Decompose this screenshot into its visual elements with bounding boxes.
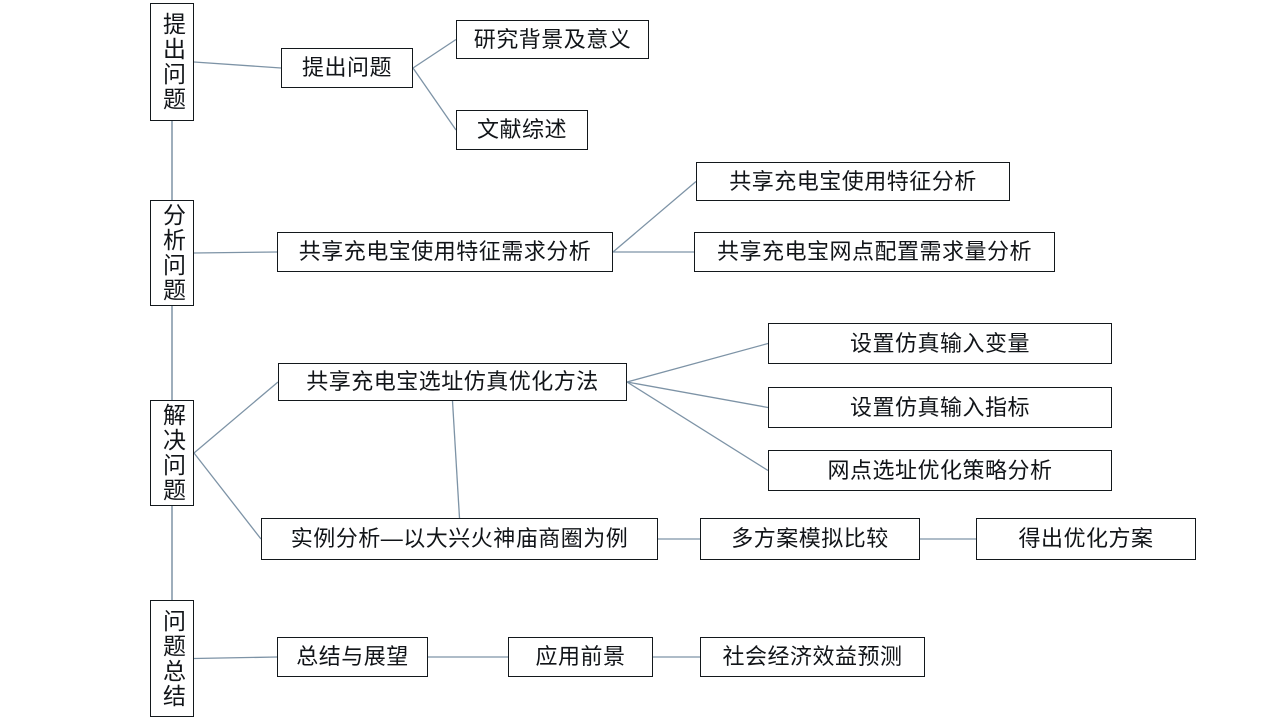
edge-method-to-case <box>451 400 461 519</box>
node-input-variables-label: 设置仿真输入变量 <box>849 330 1030 356</box>
edge-raise-to-question <box>193 61 282 69</box>
edge-usage-to-feature <box>612 181 697 253</box>
stage-solve-label: 解决问题 <box>159 403 186 503</box>
node-sim-method-label: 共享充电宝选址仿真优化方法 <box>306 369 599 395</box>
edge-analyze-to-usage <box>193 251 278 254</box>
node-application[interactable]: 应用前景 <box>508 637 653 677</box>
stage-raise[interactable]: 提出问题 <box>150 3 194 121</box>
edge-method-to-indicators <box>626 381 769 409</box>
node-strategy-analysis-label: 网点选址优化策略分析 <box>827 457 1053 483</box>
edge-method-to-variables <box>626 342 769 383</box>
edge-solve-to-case <box>193 452 262 540</box>
node-optimal-scheme-label: 得出优化方案 <box>1018 526 1154 552</box>
node-conclusion[interactable]: 总结与展望 <box>277 637 428 677</box>
node-optimal-scheme[interactable]: 得出优化方案 <box>976 518 1196 560</box>
stage-summary[interactable]: 问题总结 <box>150 600 194 717</box>
node-background-label: 研究背景及意义 <box>473 26 632 52</box>
edge-question-to-background <box>412 38 457 69</box>
node-input-variables[interactable]: 设置仿真输入变量 <box>768 323 1112 364</box>
node-literature[interactable]: 文献综述 <box>456 110 588 150</box>
node-application-label: 应用前景 <box>535 644 626 670</box>
node-sim-method[interactable]: 共享充电宝选址仿真优化方法 <box>278 363 627 401</box>
node-scheme-compare[interactable]: 多方案模拟比较 <box>700 518 920 560</box>
node-raise-question-label: 提出问题 <box>301 55 392 81</box>
stage-solve[interactable]: 解决问题 <box>150 400 194 506</box>
node-input-indicators-label: 设置仿真输入指标 <box>849 394 1030 420</box>
node-raise-question[interactable]: 提出问题 <box>281 48 413 88</box>
node-usage-demand[interactable]: 共享充电宝使用特征需求分析 <box>277 232 613 272</box>
node-site-demand-label: 共享充电宝网点配置需求量分析 <box>716 239 1032 265</box>
node-strategy-analysis[interactable]: 网点选址优化策略分析 <box>768 450 1112 491</box>
stage-summary-label: 问题总结 <box>159 608 186 709</box>
node-case-study[interactable]: 实例分析—以大兴火神庙商圈为例 <box>261 518 658 560</box>
edge-solve-to-method <box>193 381 279 454</box>
node-literature-label: 文献综述 <box>476 117 567 143</box>
edge-method-to-strategy <box>626 381 769 472</box>
node-scheme-compare-label: 多方案模拟比较 <box>731 526 889 552</box>
node-usage-feature[interactable]: 共享充电宝使用特征分析 <box>696 162 1010 201</box>
node-usage-feature-label: 共享充电宝使用特征分析 <box>729 168 977 194</box>
node-input-indicators[interactable]: 设置仿真输入指标 <box>768 387 1112 428</box>
stage-raise-label: 提出问题 <box>159 12 186 112</box>
stage-analyze-label: 分析问题 <box>159 203 186 303</box>
node-background[interactable]: 研究背景及意义 <box>456 20 649 59</box>
node-benefit-forecast-label: 社会经济效益预测 <box>722 644 903 670</box>
node-usage-demand-label: 共享充电宝使用特征需求分析 <box>298 239 592 265</box>
node-conclusion-label: 总结与展望 <box>296 644 409 670</box>
node-benefit-forecast[interactable]: 社会经济效益预测 <box>700 637 925 677</box>
edge-question-to-literature <box>412 67 457 131</box>
stage-analyze[interactable]: 分析问题 <box>150 200 194 306</box>
node-site-demand[interactable]: 共享充电宝网点配置需求量分析 <box>694 232 1055 272</box>
edge-summary-to-conclusion <box>193 656 278 660</box>
node-case-study-label: 实例分析—以大兴火神庙商圈为例 <box>290 526 629 552</box>
